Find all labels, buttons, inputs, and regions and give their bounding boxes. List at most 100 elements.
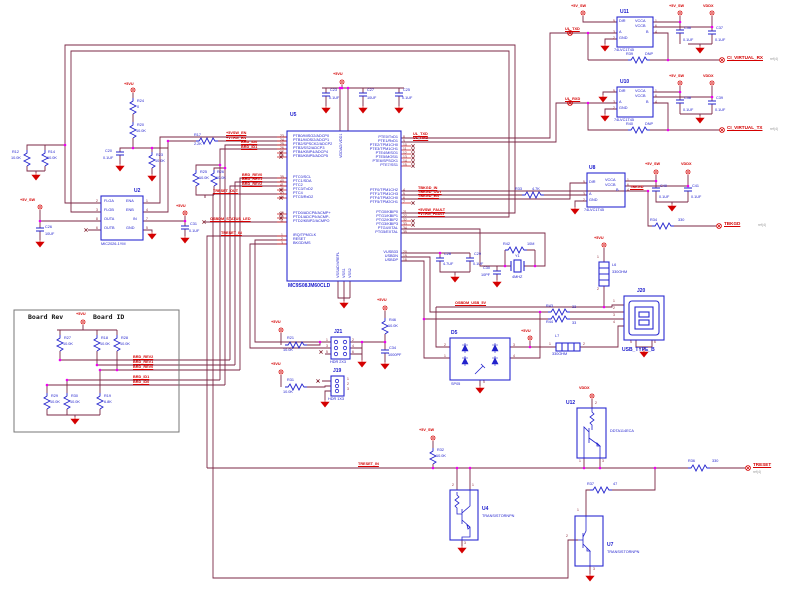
lbl-r40: R40 bbox=[626, 122, 633, 126]
lbl-+vtrg-fault: +VTRG_FAULT bbox=[418, 212, 445, 216]
lbl-u7: U7 bbox=[607, 542, 614, 548]
lbl-4: 4 bbox=[627, 188, 629, 192]
lbl-2: 2 bbox=[613, 306, 615, 310]
lbl-usb-type-b: USB_TYPE_B bbox=[622, 347, 655, 353]
lbl-c40: C40 bbox=[660, 184, 667, 188]
lbl-r44: R44 bbox=[546, 320, 553, 324]
lbl-1: 1 bbox=[655, 89, 657, 93]
lbl-ptb5-kbip5-adcp5: PTB5/KBIP5/ADCP5 bbox=[293, 154, 329, 158]
lbl-reset: RESET bbox=[293, 237, 306, 241]
crystal-y1-body bbox=[513, 259, 522, 273]
lbl-c25: C25 bbox=[403, 88, 410, 92]
lbl-6: 6 bbox=[654, 340, 656, 344]
lbl-1: 1 bbox=[472, 483, 474, 487]
lbl-13: 13 bbox=[403, 155, 407, 159]
lbl-2: 2 bbox=[583, 342, 585, 346]
lbl-vss2: VSS2 bbox=[348, 268, 352, 278]
lbl-dir: DIR bbox=[619, 89, 626, 93]
lbl-u2: U2 bbox=[134, 188, 141, 194]
lbl-23: 23 bbox=[280, 134, 284, 138]
lbl-tbkgd-in: TBKGD_IN bbox=[418, 186, 438, 190]
lbl-c23: C23 bbox=[330, 88, 337, 92]
lbl-ref-4: ref(4) bbox=[758, 223, 767, 227]
lbl-j20: J20 bbox=[637, 288, 646, 294]
lbl-u4: U4 bbox=[482, 506, 489, 512]
lbl-brd-rev1: BRD_REV1 bbox=[242, 177, 263, 181]
lbl-2: 2 bbox=[583, 198, 585, 202]
lbl-32: 32 bbox=[403, 218, 407, 222]
lbl-r39: R39 bbox=[626, 52, 633, 56]
lbl-6: 6 bbox=[627, 183, 629, 187]
lbl-u10: U10 bbox=[620, 79, 630, 85]
lbl-1: 1 bbox=[326, 338, 328, 342]
lbl-+5v-sw: +5V_SW bbox=[571, 4, 587, 8]
lbl-0-1uf: 0.1UF bbox=[329, 96, 340, 100]
wire-net-group bbox=[26, 16, 745, 579]
lbl-ptg4-xtal: PTG4/XTAL bbox=[377, 226, 398, 230]
lbl-1: 1 bbox=[281, 233, 283, 237]
lbl-r36: R36 bbox=[688, 459, 695, 463]
lbl-r31: R31 bbox=[287, 378, 294, 382]
lbl-ptf1-tpm1ch3: PTF1/TPM1CH3 bbox=[369, 192, 398, 196]
lbl-1: 1 bbox=[444, 354, 446, 358]
lbl-2: 2 bbox=[597, 287, 599, 291]
lbl-outa: OUTA bbox=[104, 217, 115, 221]
lbl-flga: FLGA bbox=[104, 199, 114, 203]
lbl-7: 7 bbox=[403, 200, 405, 204]
lbl-28: 28 bbox=[280, 154, 284, 158]
lbl-4mhz: 4MHZ bbox=[512, 275, 523, 279]
lbl-sp05: SP05 bbox=[451, 382, 461, 386]
lbl-+5vsw-fault: +5VSW_FAULT bbox=[418, 208, 446, 212]
lbl-5: 5 bbox=[613, 89, 615, 93]
lbl-29: 29 bbox=[280, 211, 284, 215]
lbl-ptb0-miso2-adcp0: PTB0/MISO2/ADCP0 bbox=[293, 134, 330, 138]
lbl-3: 3 bbox=[513, 343, 515, 347]
crystal-y1-plates bbox=[510, 261, 525, 271]
lbl-vccb: VCCB bbox=[635, 24, 646, 28]
lbl-ptd2-kbip2-acmpo: PTD2/KBIP2/ACMPO bbox=[293, 219, 330, 223]
lbl-+5vu: +5VU bbox=[333, 72, 343, 76]
lbl-6-8k: 6.8K bbox=[104, 400, 112, 404]
lbl-dnp: DNP bbox=[645, 122, 654, 126]
lbl-24: 24 bbox=[280, 138, 284, 142]
lbl-ul-txd: UL_TXD bbox=[413, 132, 428, 136]
lbl-pte1-rxd1: PTE1/RxD1 bbox=[377, 139, 398, 143]
lbl-usbdp: USBDP bbox=[384, 258, 398, 262]
lbl-ptc1-sda: PTC1/SDA bbox=[293, 179, 312, 183]
lbl-10uf: 10UF bbox=[45, 232, 55, 236]
lbl-usbdn: USBDN bbox=[384, 254, 398, 258]
lbl-10-0k: 10.0K bbox=[136, 129, 146, 133]
lbl-dnp: DNP bbox=[645, 52, 654, 56]
lbl-0-1uf: 0.1UF bbox=[659, 195, 670, 199]
lbl-+5vu: +5VU bbox=[521, 329, 531, 333]
lbl-0-1uf: 0.1UF bbox=[402, 96, 413, 100]
lbl-hdr-2x3: HDR 2X3 bbox=[330, 360, 347, 364]
lbl-ptb1-mosi2-adcp1: PTB1/MOSI2/ADCP1 bbox=[293, 138, 330, 142]
lbl-r30: R30 bbox=[71, 394, 78, 398]
lbl-c28: C28 bbox=[444, 252, 451, 256]
lbl-0-1uf: 0.1UF bbox=[683, 38, 694, 42]
lbl-9: 9 bbox=[403, 139, 405, 143]
lbl-30: 30 bbox=[280, 215, 284, 219]
lbl-20: 20 bbox=[403, 250, 407, 254]
lbl-brd-id1: BRD_ID1 bbox=[241, 145, 258, 149]
lbl-ptg3-kbip3: PTG3/KBIP3 bbox=[376, 222, 398, 226]
lbl-3: 3 bbox=[602, 459, 604, 463]
lbl-330ohm: 330OHM bbox=[612, 270, 628, 274]
lbl-10-0k: 10.0K bbox=[436, 454, 446, 458]
lbl-pte5-mosi1: PTE5/MOSI1 bbox=[375, 155, 398, 159]
lbl-ptf5-tpm2ch1: PTF5/TPM2CH1 bbox=[369, 200, 398, 204]
lbl-+5vu: +5VU bbox=[594, 236, 604, 240]
lbl-1: 1 bbox=[577, 508, 579, 512]
lbl-r24: R24 bbox=[137, 99, 144, 103]
lbl-33: 33 bbox=[572, 321, 577, 325]
lbl-12: 12 bbox=[403, 151, 407, 155]
lbl-vusb33: VUSB33 bbox=[383, 250, 398, 254]
lbl-a: A bbox=[619, 30, 622, 34]
lbl-4: 4 bbox=[146, 208, 148, 212]
lbl-39: 39 bbox=[280, 175, 284, 179]
lbl-11: 11 bbox=[403, 147, 407, 151]
lbl-0-1uf: 0.1UF bbox=[189, 229, 200, 233]
lbl-b: B bbox=[646, 30, 649, 34]
